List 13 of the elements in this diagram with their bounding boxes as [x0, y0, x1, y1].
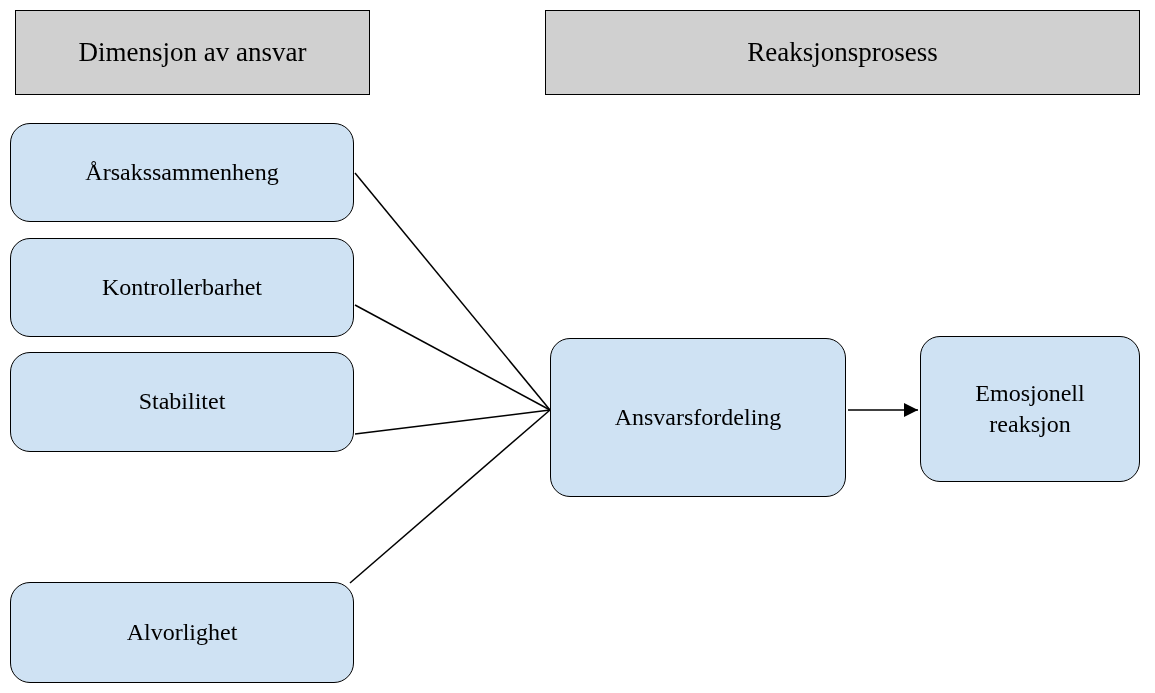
process-box: Ansvarsfordeling	[550, 338, 846, 497]
process-box: Emosjonell reaksjon	[920, 336, 1140, 482]
process-box: Alvorlighet	[10, 582, 354, 683]
process-box: Årsakssammenheng	[10, 123, 354, 222]
arrow	[847, 403, 919, 417]
header-box: Reaksjonsprosess	[545, 10, 1140, 95]
connector-line	[354, 304, 551, 411]
connector-line	[354, 409, 551, 435]
header-box: Dimensjon av ansvar	[15, 10, 370, 95]
connector-line	[354, 172, 551, 411]
connector-line	[349, 409, 551, 584]
process-box: Kontrollerbarhet	[10, 238, 354, 337]
process-box: Stabilitet	[10, 352, 354, 452]
